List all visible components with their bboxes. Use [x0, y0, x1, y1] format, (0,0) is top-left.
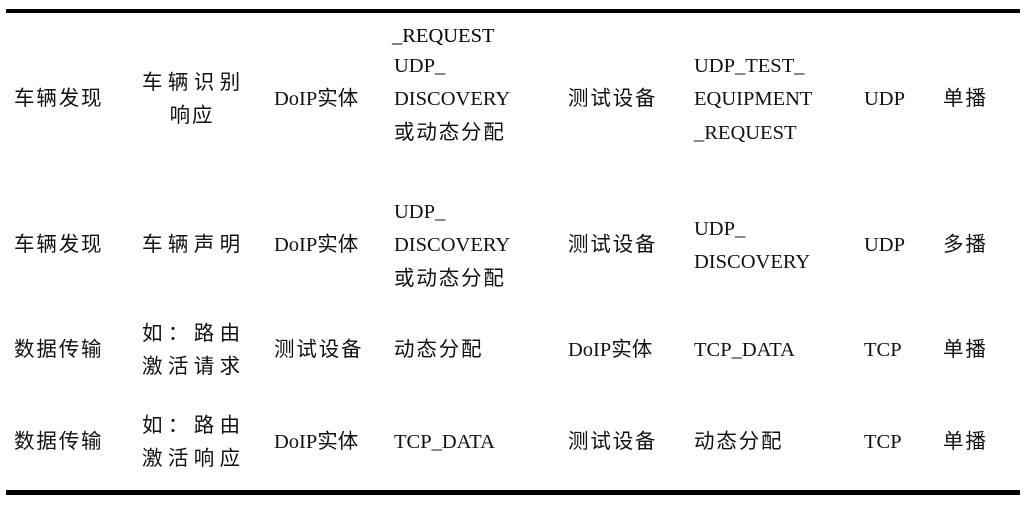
- cell-source-port: UDP_ DISCOVERY 或动态分配: [394, 55, 511, 144]
- table-row: 车辆发现 车辆声明 DoIP实体 UDP_ DISCOVERY 或动态分配: [0, 187, 1026, 305]
- table-bottom-rule: [6, 490, 1020, 495]
- cell-phase: 数据传输: [14, 431, 104, 454]
- cell-source: DoIP实体: [274, 431, 359, 454]
- cell-source: DoIP实体: [274, 234, 359, 257]
- cell-target: 测试设备: [568, 88, 658, 111]
- cell-cast: 单播: [943, 339, 988, 362]
- cell-message: 车辆识别 响应: [142, 71, 242, 127]
- cell-cast: 单播: [943, 88, 988, 111]
- cell-protocol: TCP: [864, 339, 902, 362]
- cell-target: 测试设备: [568, 431, 658, 454]
- cell-source: 测试设备: [274, 339, 364, 362]
- cell-phase: 车辆发现: [14, 234, 104, 257]
- table-row: 数据传输 如：路由 激活响应 DoIP实体 TCP_DATA 测试设备: [0, 397, 1026, 489]
- continuation-line: _REQUEST: [392, 25, 495, 47]
- cell-protocol: UDP: [864, 88, 906, 111]
- cell-target-port: 动态分配: [694, 431, 784, 454]
- cell-message: 如：路由 激活响应: [142, 414, 242, 470]
- table-top-rule: [6, 9, 1020, 13]
- cell-cast: 多播: [943, 234, 988, 257]
- cell-target: 测试设备: [568, 234, 658, 257]
- cell-target-port: TCP_DATA: [694, 339, 795, 362]
- table-row: 数据传输 如：路由 激活请求 测试设备 动态分配 DoIP实体: [0, 305, 1026, 397]
- cell-source-port: TCP_DATA: [394, 431, 495, 454]
- cell-target-port: UDP_TEST_ EQUIPMENT _REQUEST: [694, 55, 813, 144]
- cell-source-port: UDP_ DISCOVERY 或动态分配: [394, 201, 511, 290]
- cell-phase: 数据传输: [14, 339, 104, 362]
- cell-target: DoIP实体: [568, 339, 653, 362]
- cell-phase: 车辆发现: [14, 88, 104, 111]
- cell-source-port: 动态分配: [394, 339, 484, 362]
- cell-message: 车辆声明: [142, 234, 242, 257]
- table-row: 车辆发现 车辆识别 响应 DoIP实体 UDP_ DISCOVERY 或动态分配: [0, 13, 1026, 187]
- cell-protocol: TCP: [864, 431, 902, 454]
- cell-source: DoIP实体: [274, 88, 359, 111]
- cell-cast: 单播: [943, 431, 988, 454]
- cell-protocol: UDP: [864, 234, 906, 257]
- cell-message: 如：路由 激活请求: [142, 322, 242, 378]
- doip-message-table: 车辆发现 车辆识别 响应 DoIP实体 UDP_ DISCOVERY 或动态分配: [0, 13, 1026, 489]
- cell-target-port: UDP_ DISCOVERY: [694, 217, 811, 273]
